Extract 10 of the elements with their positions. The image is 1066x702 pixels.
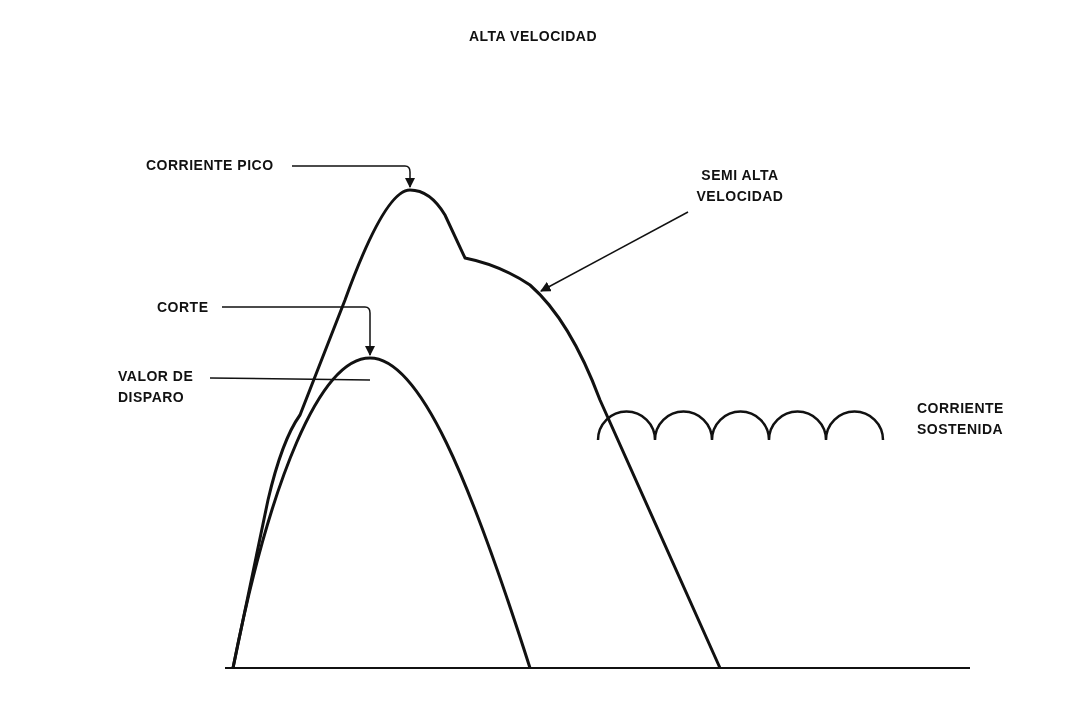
callout-label: SEMI ALTA VELOCIDAD <box>670 165 810 207</box>
callout-label: VALOR DE DISPARO <box>118 366 258 408</box>
diagram-title: ALTA VELOCIDAD <box>468 28 598 44</box>
leader-line <box>291 165 416 189</box>
part-label: CORRIENTE SOSTENIDA <box>917 399 1005 439</box>
leader-line <box>209 377 371 381</box>
callout-label: CORRIENTE PICO <box>146 155 274 176</box>
leader-line <box>540 211 689 292</box>
callout-label: CORTE <box>157 297 209 318</box>
leader-line <box>221 306 376 357</box>
